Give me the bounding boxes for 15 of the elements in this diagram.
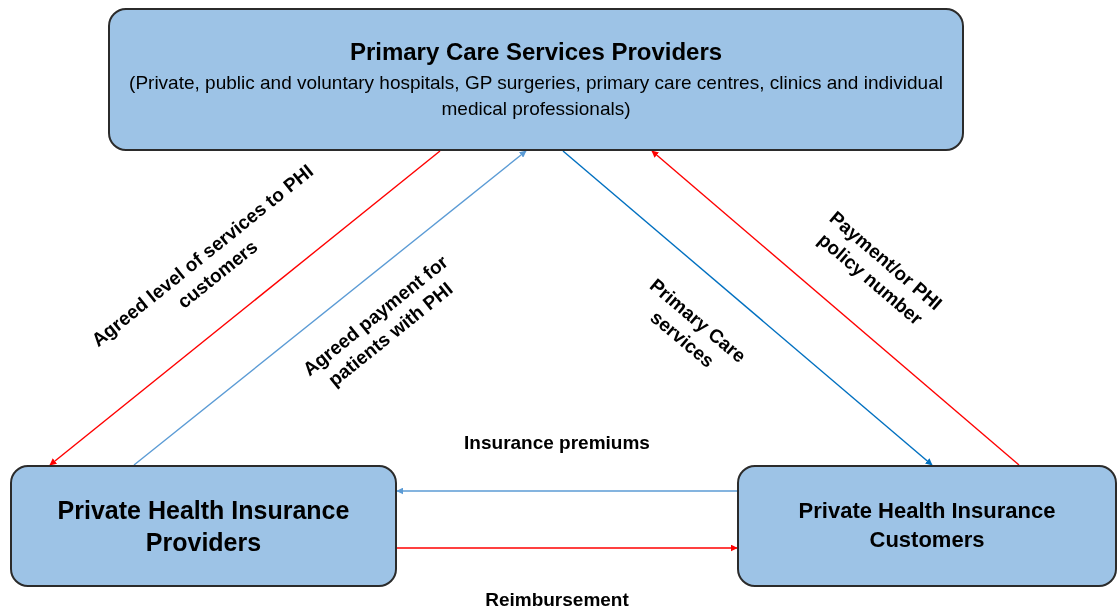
box-title: Private Health Insurance Providers [56,494,351,558]
arrow [49,150,441,466]
arrow [562,150,933,466]
process-box [108,8,964,151]
arrow [133,150,527,466]
arrow [396,544,738,552]
box-title: Private Health Insurance Customers [797,497,1057,554]
process-box [737,465,1117,587]
arrow [396,487,738,495]
edge-label: Reimbursement [484,588,630,612]
box-description: (Private, public and voluntary hospitals, GP surgeries, primary care centres, clinics and individual medical professionals) [128,70,944,122]
edge-label: Insurance premiums [463,431,651,455]
box-title: Primary Care Services Providers [349,37,723,68]
arrow [651,150,1020,466]
process-box [10,465,397,587]
